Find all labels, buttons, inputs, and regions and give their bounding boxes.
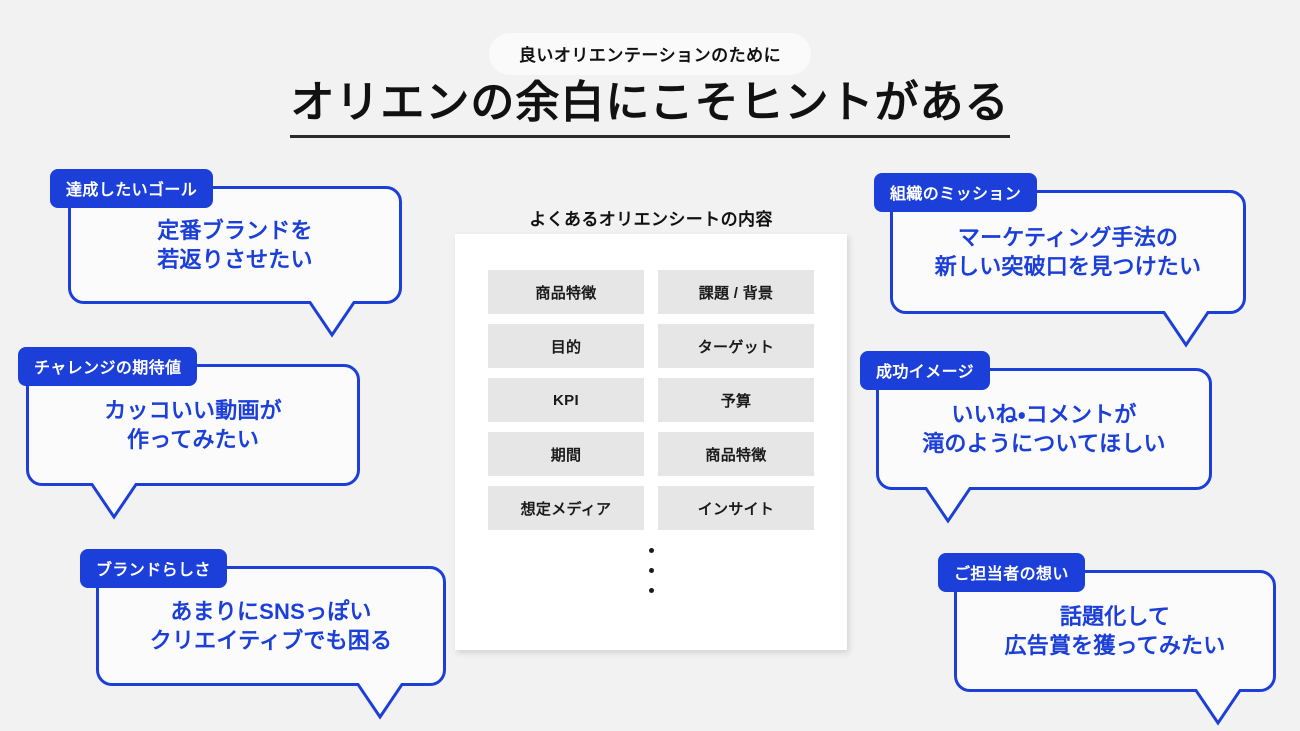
- orientation-chip: 商品特徴: [488, 270, 644, 314]
- ellipsis-dot: [648, 568, 654, 573]
- speech-bubble-mission: マーケティング手法の 新しい突破口を見つけたい 組織のミッション: [874, 173, 1246, 348]
- speech-bubble-text: カッコいい動画が 作ってみたい: [104, 397, 282, 452]
- speech-bubble-challenge: カッコいい動画が 作ってみたい チャレンジの期待値: [18, 347, 360, 520]
- speech-bubble-tag: 達成したいゴール: [50, 169, 214, 208]
- orientation-chip: 予算: [658, 378, 814, 422]
- speech-bubble-tag: ブランドらしさ: [80, 549, 227, 588]
- orientation-chip: 課題 / 背景: [658, 270, 814, 314]
- speech-bubble-text: マーケティング手法の 新しい突破口を見つけたい: [934, 224, 1202, 279]
- orientation-sheet-card: 商品特徴 課題 / 背景 目的 ターゲット KPI 予算 期間 商品特徴 想定メ…: [455, 234, 847, 650]
- speech-bubble-owner: 話題化して 広告賞を獲ってみたい ご担当者の想い: [938, 553, 1276, 726]
- speech-bubble-tail-icon: [1195, 689, 1241, 726]
- eyebrow-pill: 良いオリエンテーションのために: [488, 33, 812, 75]
- orientation-chip-grid: 商品特徴 課題 / 背景 目的 ターゲット KPI 予算 期間 商品特徴 想定メ…: [488, 270, 814, 530]
- speech-bubble-tail-icon: [1163, 311, 1209, 348]
- speech-bubble-success: いいね・コメントが 滝のようについてほしい 成功イメージ: [860, 351, 1212, 524]
- page-title: オリエンの余白にこそヒントがある: [290, 78, 1010, 139]
- orientation-chip: インサイト: [658, 486, 814, 530]
- ellipsis-dot: [648, 548, 654, 553]
- page-title-container: オリエンの余白にこそヒントがある: [0, 78, 1300, 139]
- speech-bubble-tail-icon: [925, 487, 971, 524]
- speech-bubble-text: 定番ブランドを 若返りさせたい: [157, 217, 313, 272]
- speech-bubble-tail-icon: [309, 301, 355, 338]
- speech-bubble-text: あまりにSNSっぽい クリエイティブでも困る: [149, 598, 393, 653]
- speech-bubble-text: いいね・コメントが 滝のようについてほしい: [922, 401, 1166, 456]
- speech-bubble-tag: 組織のミッション: [874, 173, 1038, 212]
- orientation-chip: ターゲット: [658, 324, 814, 368]
- orientation-chip: KPI: [488, 378, 644, 422]
- speech-bubble-goal: 定番ブランドを 若返りさせたい 達成したいゴール: [50, 169, 402, 338]
- vertical-ellipsis-icon: [488, 548, 814, 593]
- orientation-chip: 想定メディア: [488, 486, 644, 530]
- speech-bubble-tag: 成功イメージ: [860, 351, 991, 390]
- orientation-chip: 目的: [488, 324, 644, 368]
- center-card-title: よくあるオリエンシートの内容: [529, 210, 773, 229]
- speech-bubble-tag: チャレンジの期待値: [18, 347, 198, 386]
- speech-bubble-body: 定番ブランドを 若返りさせたい: [68, 186, 402, 338]
- speech-bubble-text: 話題化して 広告賞を獲ってみたい: [1004, 603, 1226, 658]
- ellipsis-dot: [648, 588, 654, 593]
- speech-bubble-tail-icon: [357, 683, 403, 720]
- orientation-chip: 期間: [488, 432, 644, 476]
- speech-bubble-tail-icon: [91, 483, 137, 520]
- eyebrow-container: 良いオリエンテーションのために: [0, 33, 1300, 75]
- speech-bubble-tag: ご担当者の想い: [938, 553, 1085, 592]
- orientation-chip: 商品特徴: [658, 432, 814, 476]
- speech-bubble-brand: あまりにSNSっぽい クリエイティブでも困る ブランドらしさ: [80, 549, 446, 720]
